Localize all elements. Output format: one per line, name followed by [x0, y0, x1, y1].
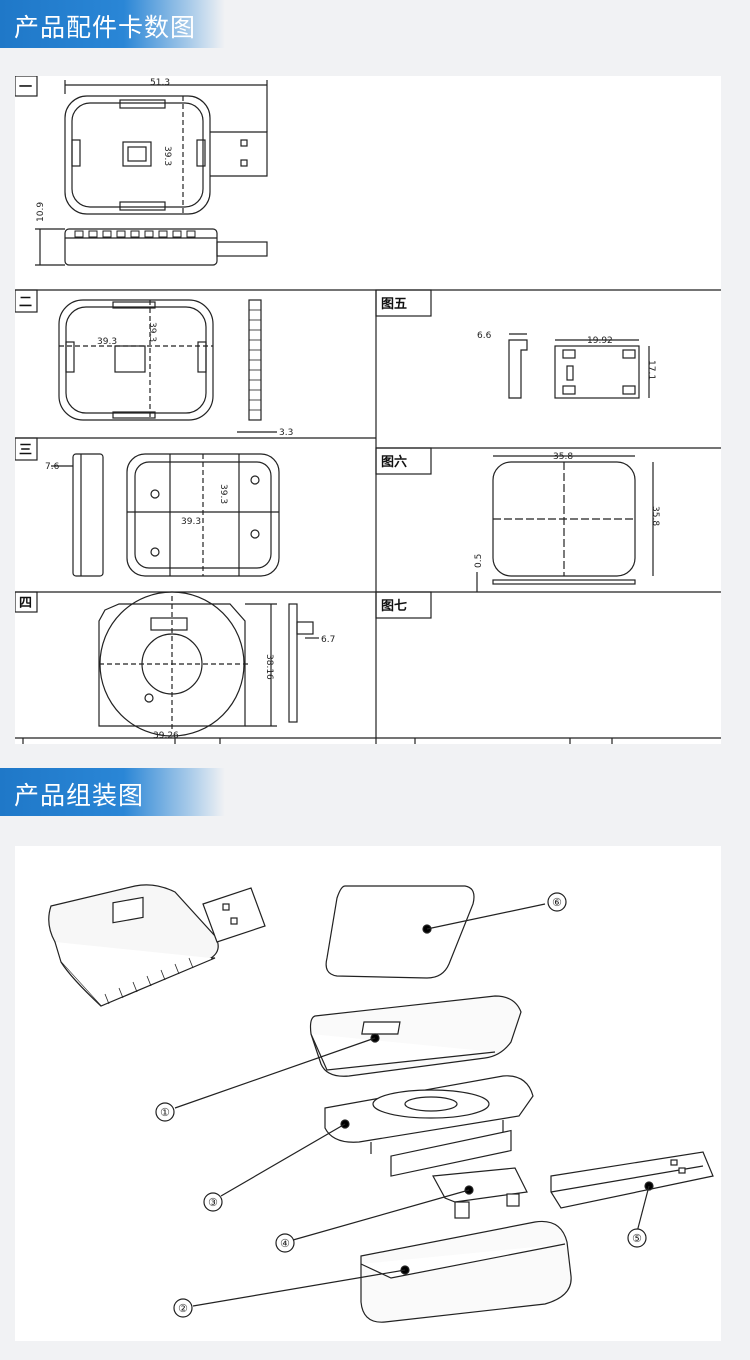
- view-3-label: 三: [19, 443, 32, 458]
- dim-v6-c: 0.5: [474, 554, 484, 568]
- view-6-label: 图六: [381, 454, 407, 470]
- callout-5: ⑤: [632, 1232, 642, 1245]
- view-7-label: 图七: [381, 599, 407, 614]
- view-1-label: 一: [19, 80, 32, 95]
- assembly-drawing: ⑥ ① ③ ④ ⑤: [48, 884, 714, 1323]
- callout-1: ①: [160, 1106, 170, 1119]
- section-title-assembly: 产品组装图: [14, 781, 145, 810]
- dim-v1-thickness: 10.9: [36, 202, 46, 222]
- callout-2: ②: [178, 1302, 188, 1315]
- part-usb-plug: [550, 1151, 714, 1209]
- technical-drawing: 一 51.3 39.3 10.9 二: [14, 75, 721, 744]
- dim-v3-thickness: 7.6: [45, 462, 60, 472]
- dim-v4-width: 39.26: [153, 731, 179, 741]
- section-title-drawings: 产品配件卡数图: [14, 13, 197, 42]
- dim-v5-a: 6.6: [477, 331, 492, 341]
- callout-4: ④: [280, 1237, 290, 1250]
- callout-6: ⑥: [552, 896, 562, 909]
- technical-drawing-panel: 一 51.3 39.3 10.9 二: [14, 75, 721, 744]
- assembly-drawing-panel: ⑥ ① ③ ④ ⑤: [15, 846, 721, 1341]
- dim-v3-width: 39.3: [181, 517, 201, 527]
- part-sticker: [325, 885, 475, 979]
- assembled-product-illustration: [48, 884, 266, 1007]
- dim-v2-height: 39.3: [147, 322, 157, 342]
- dim-v1-height: 39.3: [162, 146, 172, 166]
- dim-v4-thickness: 6.7: [321, 635, 335, 645]
- dim-v5-c: 17.1: [646, 360, 656, 380]
- dim-v2-width: 39.3: [97, 337, 117, 347]
- dim-v1-width: 51.3: [150, 78, 170, 88]
- view-4-label: 四: [19, 596, 32, 611]
- dim-v6-b: 35.8: [650, 506, 660, 526]
- section-banner-assembly: 产品组装图: [0, 768, 225, 816]
- dim-v4-height: 38.16: [264, 654, 274, 680]
- callout-3: ③: [208, 1196, 218, 1209]
- part-bottom-shell: [360, 1220, 572, 1323]
- view-5-label: 图五: [381, 297, 407, 312]
- dim-v6-a: 35.8: [553, 452, 573, 462]
- view-2-label: 二: [19, 295, 32, 310]
- dim-v3-height: 39.3: [218, 484, 228, 504]
- dim-v5-b: 19.92: [587, 336, 613, 346]
- section-banner-drawings: 产品配件卡数图: [0, 0, 225, 48]
- dim-v2-thickness: 3.3: [279, 428, 293, 438]
